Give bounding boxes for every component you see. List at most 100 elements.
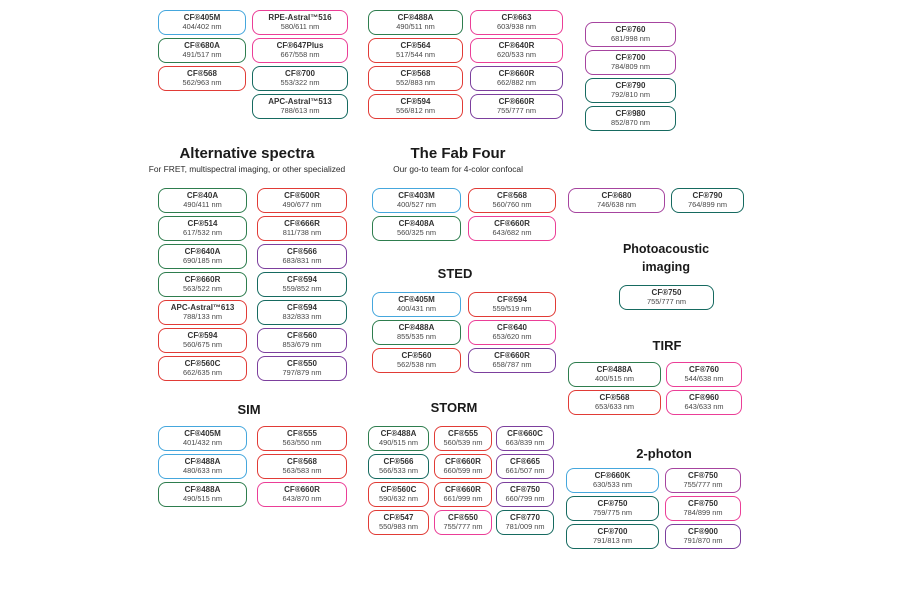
dye-ex-em: 661/507 nm bbox=[505, 465, 545, 475]
dye-name: CF®647Plus bbox=[276, 40, 324, 50]
dye-ex-em: 400/527 nm bbox=[396, 199, 437, 209]
dye-ex-em: 781/009 nm bbox=[505, 521, 545, 531]
dye-ex-em: 404/402 nm bbox=[182, 21, 222, 31]
dye-ex-em: 556/812 nm bbox=[395, 105, 436, 115]
dye-name: CF®680A bbox=[184, 40, 220, 50]
dye-ex-em: 560/675 nm bbox=[182, 339, 223, 349]
photoacoustic-title: Photoacoustic imaging bbox=[622, 242, 710, 275]
fab-four-title: The Fab Four bbox=[410, 145, 506, 162]
dye-name: CF®666R bbox=[284, 218, 320, 228]
tirf-title: TIRF bbox=[652, 338, 682, 353]
dye-ex-em: 400/431 nm bbox=[396, 303, 437, 313]
dye-ex-em: 490/511 nm bbox=[396, 21, 435, 31]
dye-name: CF®488A bbox=[397, 12, 434, 22]
dye-name: CF®680 bbox=[601, 190, 632, 200]
sim-title: SIM bbox=[237, 402, 261, 417]
sted-header: STED bbox=[345, 266, 565, 281]
dye-name: CF®405M bbox=[398, 294, 435, 304]
dye-ex-em: 658/787 nm bbox=[492, 359, 532, 369]
dye-name: APC-Astral™513 bbox=[268, 96, 332, 106]
dye-ex-em: 791/813 nm bbox=[592, 535, 633, 545]
dye-ex-em: 784/809 nm bbox=[610, 61, 651, 71]
two-photon-title: 2-photon bbox=[636, 446, 692, 461]
dye-ex-em: 401/432 nm bbox=[182, 437, 223, 447]
dye-ex-em: 792/810 nm bbox=[610, 89, 651, 99]
dye-name: CF®660R bbox=[494, 218, 530, 228]
dye-name: CF®564 bbox=[400, 40, 431, 50]
dye-name: CF®594 bbox=[287, 302, 317, 312]
fab-four-header: The Fab Four Our go-to team for 4-color … bbox=[348, 145, 568, 174]
dye-name: CF®560C bbox=[184, 358, 221, 368]
dye-ex-em: 490/515 nm bbox=[182, 493, 223, 503]
dye-ex-em: 811/738 nm bbox=[282, 227, 322, 237]
dye-ex-em: 764/899 nm bbox=[687, 199, 728, 209]
dye-ex-em: 653/633 nm bbox=[594, 401, 635, 411]
dye-ex-em: 617/532 nm bbox=[182, 227, 223, 237]
dye-name: CF®660C bbox=[507, 428, 543, 438]
dye-name: CF®555 bbox=[448, 428, 478, 438]
dye-ex-em: 653/620 nm bbox=[492, 331, 532, 341]
dye-ex-em: 643/870 nm bbox=[282, 493, 322, 503]
dye-name: CF®594 bbox=[497, 294, 527, 304]
dye-name: CF®750 bbox=[510, 484, 540, 494]
dye-name: CF®770 bbox=[510, 512, 540, 522]
dye-ex-em: 560/325 nm bbox=[396, 227, 437, 237]
dye-ex-em: 580/611 nm bbox=[280, 21, 320, 31]
dye-name: CF®488A bbox=[398, 322, 435, 332]
dye-name: CF®760 bbox=[615, 24, 646, 34]
dye-name: CF®960 bbox=[689, 392, 719, 402]
dye-ex-em: 480/633 nm bbox=[182, 465, 223, 475]
dye-name: CF®405M bbox=[183, 12, 221, 22]
dye-ex-em: 797/879 nm bbox=[282, 367, 322, 377]
dye-name: CF®660R bbox=[284, 484, 320, 494]
alternative-spectra-header: Alternative spectra For FRET, multispect… bbox=[132, 145, 362, 174]
dye-name: CF®500R bbox=[284, 190, 320, 200]
dye-name: CF®700 bbox=[615, 52, 646, 62]
dye-name: CF®560C bbox=[380, 484, 417, 494]
two-photon-header: 2-photon bbox=[554, 446, 774, 461]
dye-ex-em: 667/558 nm bbox=[280, 49, 320, 59]
dye-name: CF®640A bbox=[184, 246, 221, 256]
dye-name: RPE-Astral™516 bbox=[268, 12, 332, 22]
dye-name: CF®488A bbox=[184, 484, 221, 494]
dye-ex-em: 755/777 nm bbox=[646, 296, 687, 306]
dye-name: CF®594 bbox=[187, 330, 218, 340]
dye-name: CF®750 bbox=[688, 498, 718, 508]
